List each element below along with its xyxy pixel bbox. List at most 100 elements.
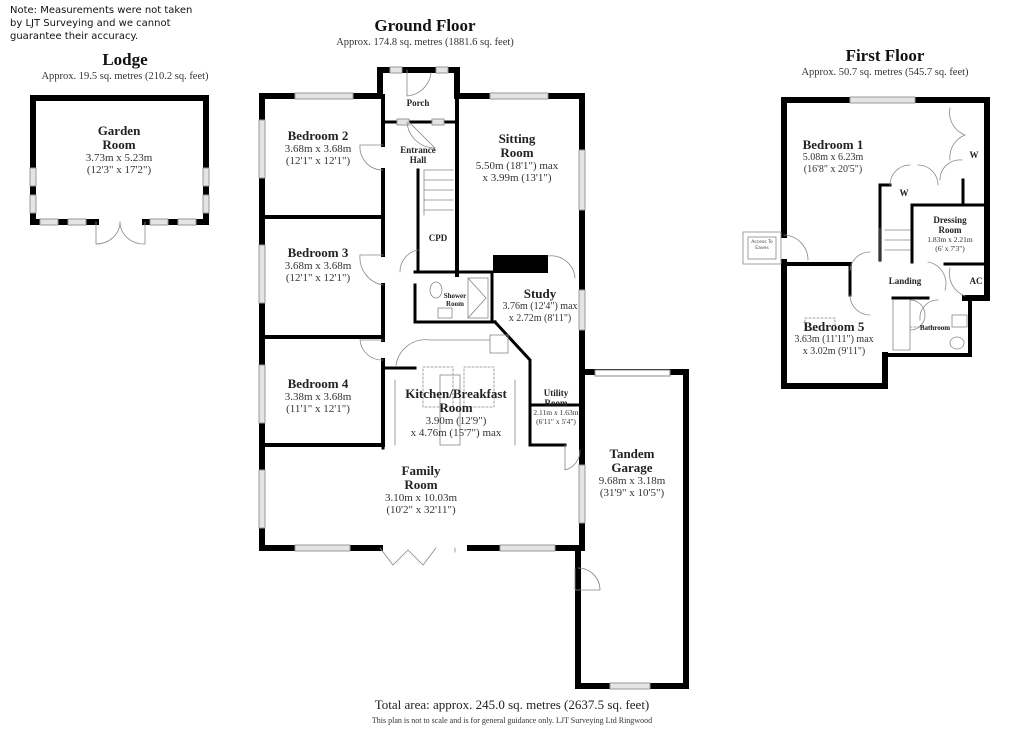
disclaimer: This plan is not to scale and is for gen… [0, 716, 1024, 725]
room-family-room: Family Room 3.10m x 10.03m (10'2" x 32'1… [384, 463, 458, 517]
room-name: Bedroom 4 [287, 376, 349, 391]
eaves-line: Access To [751, 240, 773, 245]
room-dimensions: 3.68m x 3.68m [284, 260, 352, 272]
room-name: Garden [97, 123, 141, 138]
room-dimensions-imperial: (31'9" x 10'5") [599, 487, 665, 499]
floor-title: First Floor [845, 46, 925, 65]
room-dimensions-imperial: (12'1" x 12'1") [285, 155, 351, 167]
room-dimensions: 2.11m x 1.63m [533, 408, 579, 417]
room-name: W [969, 150, 979, 160]
room-dimensions: x 4.76m (15'7") max [410, 427, 502, 439]
ground-floor-doors-fixtures [359, 69, 601, 591]
room-garden-room: Garden Room 3.73m x 5.23m (12'3" x 17'2"… [85, 123, 153, 177]
room-dimensions: 1.83m x 2.21m [927, 235, 973, 244]
fireplace-block [493, 255, 548, 273]
floor-area: Approx. 50.7 sq. metres (545.7 sq. feet) [801, 67, 969, 78]
room-dimensions: 3.10m x 10.03m [384, 492, 458, 504]
room-dimensions-imperial: (6' x 7'3") [935, 244, 965, 253]
first-floor-heading: First Floor Approx. 50.7 sq. metres (545… [770, 46, 1000, 79]
lodge-french-doors [95, 221, 146, 245]
floor-title: Lodge [102, 50, 148, 69]
room-name: Room [102, 137, 136, 152]
room-study: Study 3.76m (12'4") max x 2.72m (8'11") [502, 287, 577, 325]
room-name: CPD [428, 233, 448, 243]
room-cpd: CPD [429, 233, 448, 243]
ground-floor-windows [258, 66, 671, 690]
room-dimensions: x 3.02m (9'11") [802, 346, 866, 357]
room-name: Tandem [609, 446, 655, 461]
room-airing-cupboard: AC [970, 276, 983, 286]
room-dimensions-imperial: (6'11" x 5'4") [536, 417, 576, 426]
room-sitting-room: Sitting Room 5.50m (18'1") max x 3.99m (… [475, 131, 559, 185]
room-name: Study [523, 286, 557, 301]
room-utility: Utility Room 2.11m x 1.63m (6'11" x 5'4"… [533, 388, 578, 426]
room-dimensions-imperial: (12'3" x 17'2") [86, 164, 152, 176]
room-shower-room: Shower Room [444, 292, 467, 308]
room-name: Bedroom 3 [287, 245, 349, 260]
room-name: Sitting [498, 131, 536, 146]
note-line: by LJT Surveying and we cannot [10, 18, 171, 29]
room-wardrobe-right: W [970, 150, 979, 160]
floor-area: Approx. 174.8 sq. metres (1881.6 sq. fee… [336, 37, 514, 48]
room-bedroom-5: Bedroom 5 3.63m (11'11") max x 3.02m (9'… [794, 320, 873, 358]
room-name: Garage [611, 460, 653, 475]
room-name: Shower [443, 292, 467, 300]
lodge-heading: Lodge Approx. 19.5 sq. metres (210.2 sq.… [20, 50, 230, 83]
room-bedroom-1: Bedroom 1 5.08m x 6.23m (16'8" x 20'5") [803, 138, 864, 176]
room-dimensions: 3.73m x 5.23m [85, 152, 153, 164]
room-name: Room [500, 145, 534, 160]
room-name: Room [439, 400, 473, 415]
room-name: W [899, 188, 909, 198]
room-dimensions-imperial: (12'1" x 12'1") [285, 272, 351, 284]
room-bedroom-2: Bedroom 2 3.68m x 3.68m (12'1" x 12'1") [284, 128, 352, 168]
floor-area: Approx. 19.5 sq. metres (210.2 sq. feet) [41, 71, 209, 82]
room-dimensions: 3.38m x 3.68m [284, 391, 352, 403]
eaves-line: Eaves [755, 246, 769, 251]
room-bathroom: Bathroom [920, 323, 950, 333]
floor-title: Ground Floor [374, 16, 476, 35]
room-dimensions-imperial: (10'2" x 32'11") [386, 504, 456, 516]
note-line: Note: Measurements were not taken [10, 5, 193, 16]
room-name: Bedroom 1 [802, 137, 864, 152]
first-floor-windows [849, 96, 916, 104]
room-kitchen-breakfast: Kitchen/Breakfast Room 3.90m (12'9") x 4… [405, 386, 507, 440]
room-dressing-room: Dressing Room 1.83m x 2.21m (6' x 7'3") [927, 215, 972, 253]
room-name: Landing [888, 276, 922, 286]
room-dimensions: 3.90m (12'9") [425, 415, 487, 427]
room-entrance-hall: Entrance Hall [400, 145, 436, 165]
room-name: Bathroom [919, 324, 951, 332]
room-dimensions: x 3.99m (13'1") [482, 172, 552, 184]
room-name: Porch [406, 98, 430, 108]
room-name: Bedroom 5 [803, 319, 865, 334]
room-name: Bedroom 2 [287, 128, 349, 143]
lodge-windows [29, 167, 210, 226]
note-line: guarantee their accuracy. [10, 31, 139, 42]
room-name: Room [544, 398, 568, 408]
room-name: Room [938, 225, 962, 235]
room-dimensions-imperial: (11'1" x 12'1") [286, 403, 350, 415]
room-dimensions: 3.76m (12'4") max [502, 301, 578, 312]
access-to-eaves-label: Access To Eaves [748, 240, 776, 252]
room-name: Entrance [400, 145, 436, 155]
room-name: Family [401, 463, 441, 478]
room-dimensions: 5.08m x 6.23m [802, 152, 864, 163]
room-dimensions: 9.68m x 3.18m [598, 475, 666, 487]
room-bedroom-4: Bedroom 4 3.38m x 3.68m (11'1" x 12'1") [284, 376, 352, 416]
room-dimensions: 3.63m (11'11") max [794, 334, 874, 345]
first-floor-walls [781, 97, 990, 389]
room-name: Hall [409, 155, 427, 165]
room-name: Kitchen/Breakfast [405, 386, 507, 401]
room-name: Room [446, 300, 464, 308]
room-name: Room [404, 477, 438, 492]
measurement-note: Note: Measurements were not taken by LJT… [10, 4, 192, 43]
room-dimensions: 5.50m (18'1") max [475, 160, 559, 172]
room-bedroom-3: Bedroom 3 3.68m x 3.68m (12'1" x 12'1") [284, 245, 352, 285]
total-area: Total area: approx. 245.0 sq. metres (26… [0, 697, 1024, 713]
room-dimensions: 3.68m x 3.68m [284, 143, 352, 155]
room-name: Dressing [933, 215, 967, 225]
room-porch: Porch [407, 98, 430, 108]
room-name: Utility [543, 388, 569, 398]
room-landing: Landing [889, 276, 922, 286]
first-floor-doors-fixtures [742, 107, 968, 351]
disclaimer-text: This plan is not to scale and is for gen… [371, 716, 653, 725]
